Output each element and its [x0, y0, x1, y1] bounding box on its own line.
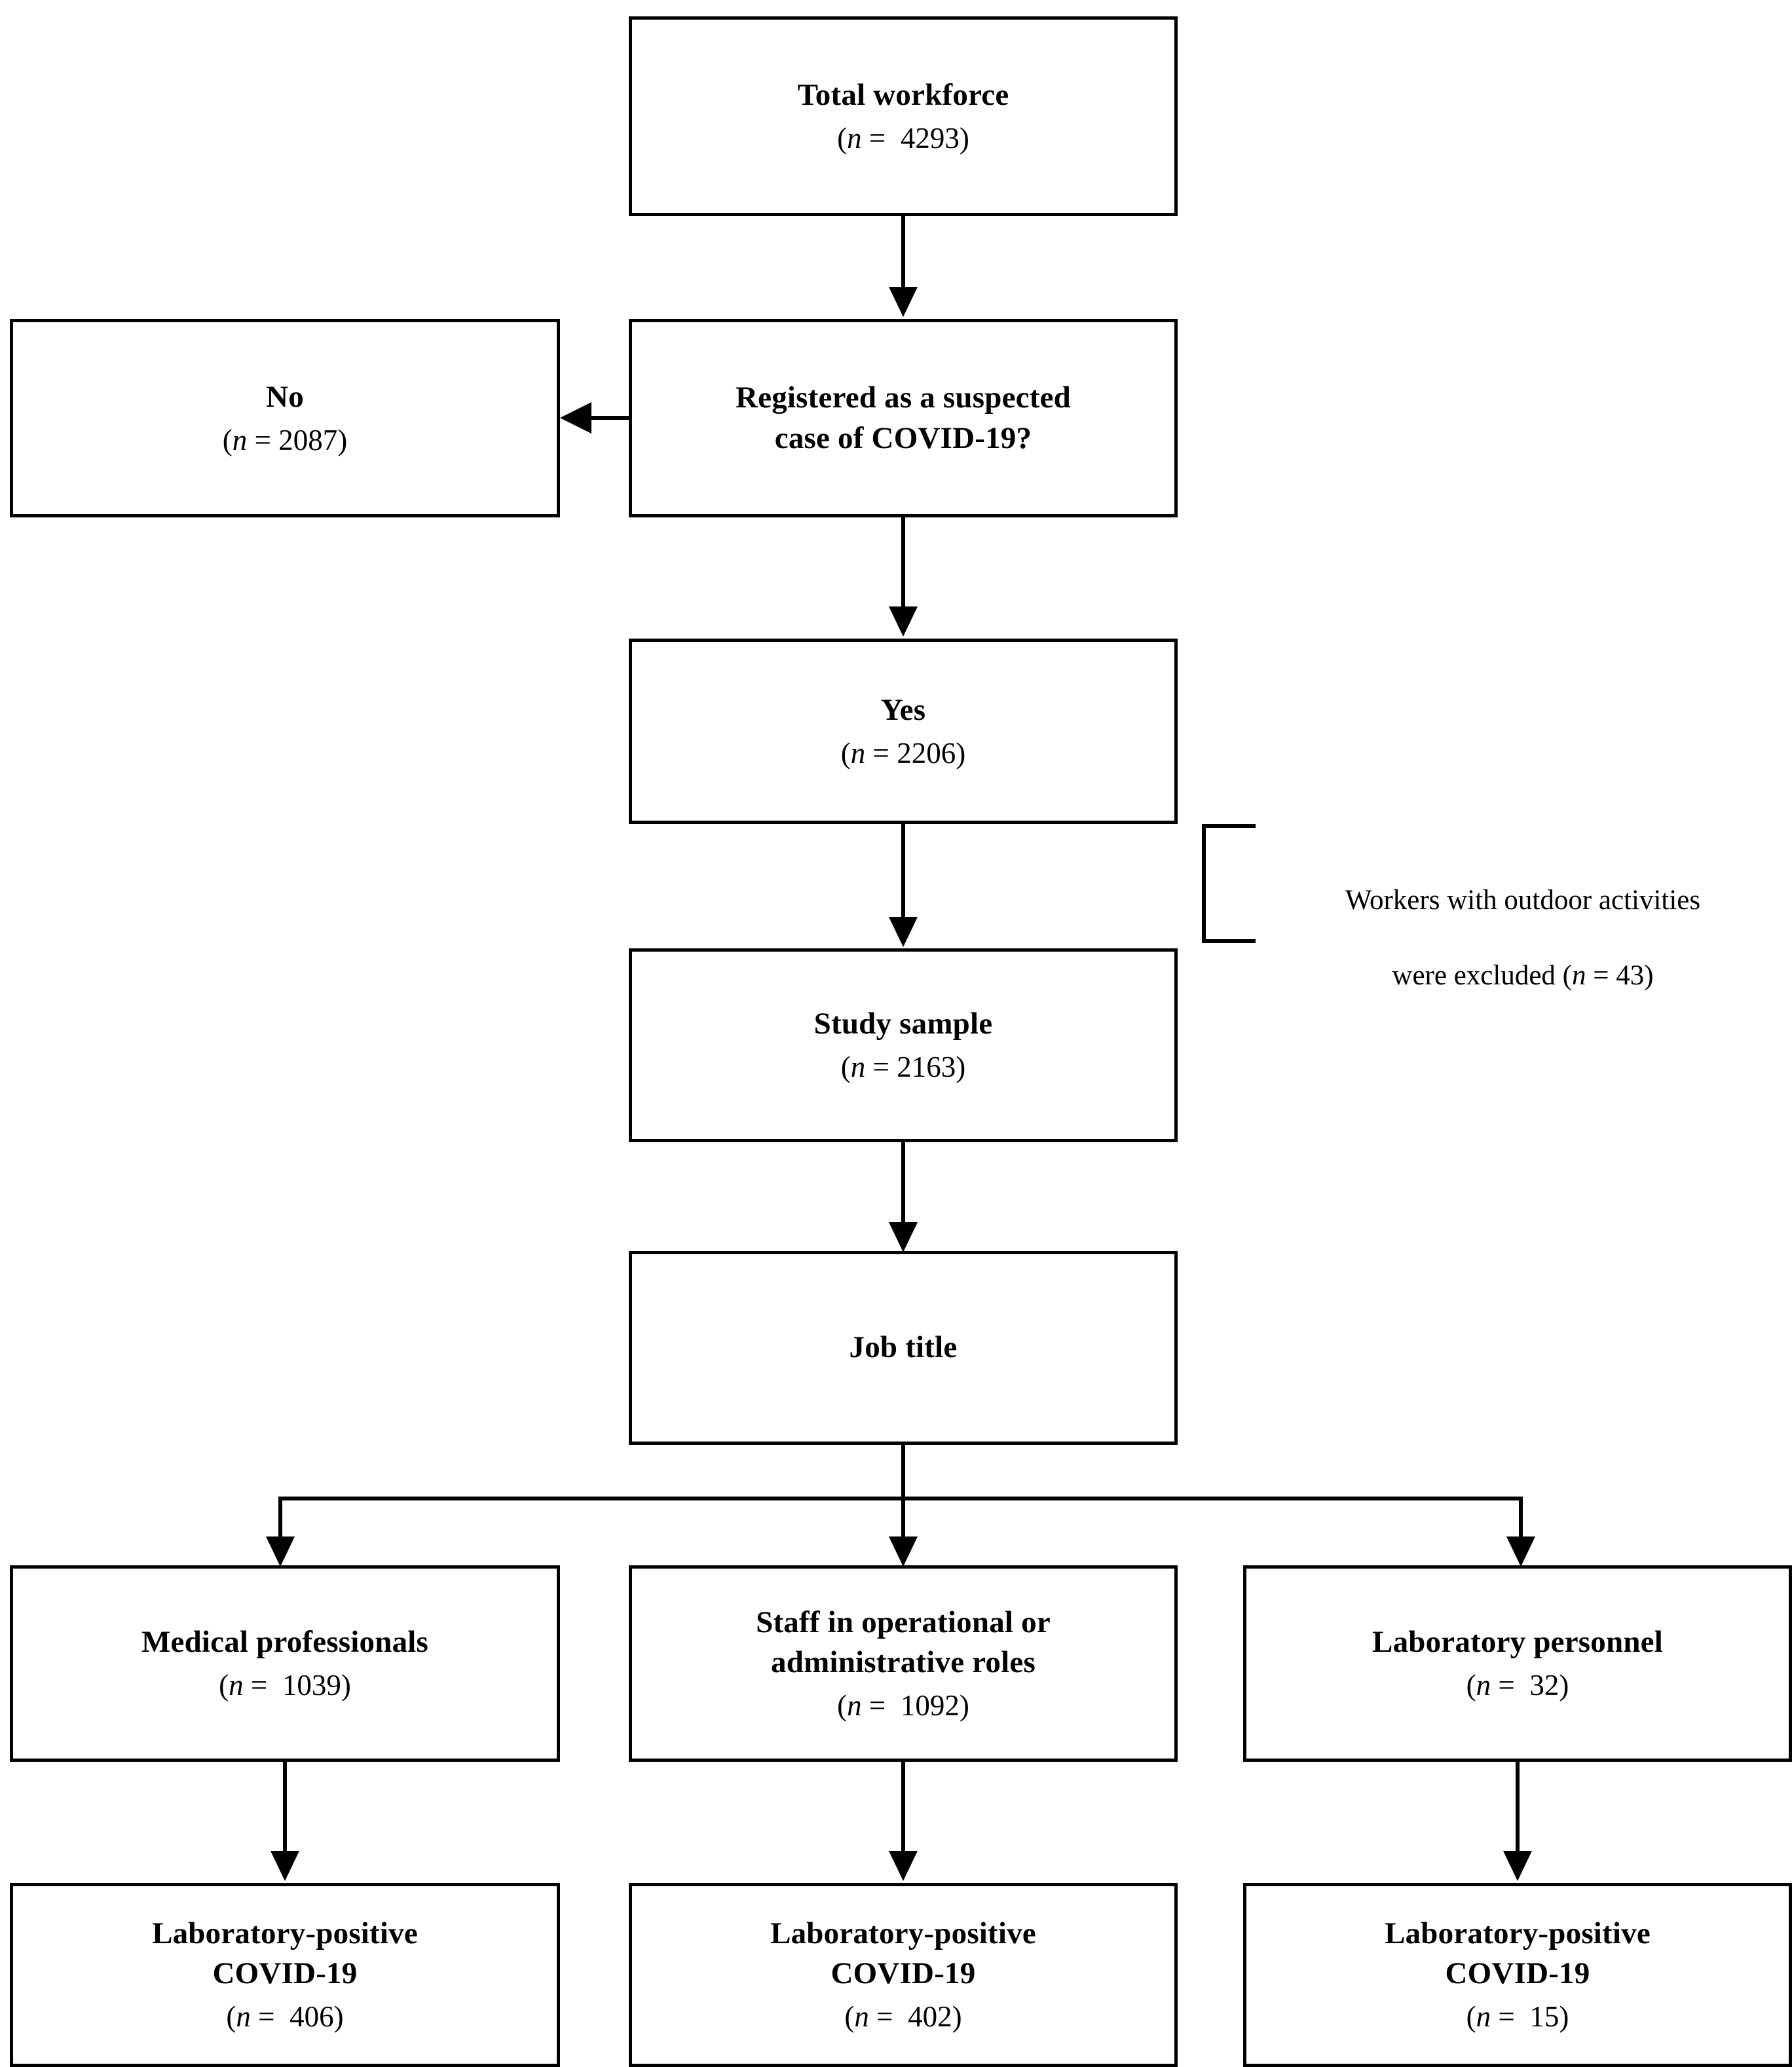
bracket-bottom-tick — [1202, 939, 1256, 943]
node-count-value: 1039 — [282, 1669, 341, 1702]
node-count: (n = 1092) — [837, 1688, 969, 1722]
connector-job-title-stem — [901, 1445, 905, 1499]
node-title: Registered as a suspected case of COVID-… — [736, 381, 1071, 455]
node-count: (n = 2163) — [840, 1051, 966, 1084]
node-count-value: 15 — [1529, 2000, 1559, 2034]
node-count-value: 32 — [1529, 1669, 1559, 1702]
node-count-value: 2206 — [897, 736, 956, 770]
node-count-value: 1092 — [900, 1688, 960, 1722]
node-decision-suspected-case: Registered as a suspected case of COVID-… — [629, 319, 1178, 517]
connector-laboratory-to-positive — [1516, 1762, 1520, 1853]
arrowhead-laboratory-to-positive — [1503, 1851, 1532, 1881]
node-count: (n = 2087) — [222, 423, 348, 456]
node-title: Laboratory personnel — [1372, 1625, 1663, 1660]
node-count-value: 406 — [289, 2000, 334, 2034]
node-count: (n = 406) — [226, 2000, 344, 2034]
arrowhead-branch-right — [1506, 1536, 1535, 1567]
arrowhead-decision-to-no — [560, 402, 591, 434]
arrowhead-study-sample-to-job-title — [889, 1222, 918, 1252]
node-title: Study sample — [813, 1007, 993, 1041]
connector-job-title-bus — [278, 1497, 1523, 1500]
bracket-vertical — [1202, 824, 1206, 943]
node-medical-professionals: Medical professionals (n = 1039) — [10, 1565, 560, 1762]
node-operational-admin-staff: Staff in operational or administrative r… — [629, 1565, 1178, 1762]
connector-branch-middle — [901, 1497, 905, 1541]
node-count-value: 4293 — [900, 121, 960, 155]
node-positive-laboratory: Laboratory-positive COVID-19 (n = 15) — [1243, 1883, 1792, 2067]
node-title: Laboratory-positive COVID-19 — [1385, 1916, 1651, 1991]
connector-decision-to-yes — [901, 517, 905, 609]
node-count: (n = 32) — [1466, 1669, 1569, 1702]
node-job-title: Job title — [629, 1251, 1178, 1445]
connector-branch-right — [1519, 1497, 1523, 1541]
node-title: Staff in operational or administrative r… — [756, 1605, 1051, 1679]
node-positive-medical: Laboratory-positive COVID-19 (n = 406) — [10, 1883, 560, 2067]
exclusion-note-line2: were excluded (n = 43) — [1392, 959, 1654, 991]
connector-decision-to-no — [591, 416, 631, 420]
arrowhead-branch-middle — [889, 1536, 918, 1567]
node-no-branch: No (n = 2087) — [10, 319, 560, 517]
exclusion-bracket — [1202, 824, 1256, 943]
node-count: (n = 4293) — [837, 121, 969, 155]
node-title: Total workforce — [797, 77, 1009, 112]
node-count: (n = 2206) — [840, 736, 966, 770]
node-title: Job title — [849, 1330, 958, 1365]
bracket-top-tick — [1202, 824, 1256, 828]
connector-study-sample-to-job-title — [901, 1142, 905, 1227]
exclusion-note-line1: Workers with outdoor activities — [1345, 884, 1701, 916]
exclusion-note: Workers with outdoor activities were exc… — [1271, 844, 1775, 994]
node-count-value: 2163 — [897, 1051, 956, 1084]
node-count: (n = 15) — [1466, 2000, 1569, 2034]
arrowhead-yes-to-study-sample — [889, 917, 918, 947]
exclusion-note-count: 43 — [1616, 959, 1645, 991]
node-positive-operational: Laboratory-positive COVID-19 (n = 402) — [629, 1883, 1178, 2067]
node-title: Yes — [880, 692, 926, 727]
node-laboratory-personnel: Laboratory personnel (n = 32) — [1243, 1565, 1792, 1762]
connector-operational-to-positive — [901, 1762, 905, 1853]
arrowhead-branch-left — [266, 1536, 295, 1567]
node-yes-branch: Yes (n = 2206) — [629, 639, 1178, 824]
node-count-value: 402 — [908, 2000, 952, 2034]
arrowhead-medical-to-positive — [271, 1851, 299, 1881]
connector-workforce-to-decision — [901, 216, 905, 289]
node-count: (n = 402) — [844, 2000, 962, 2034]
node-count: (n = 1039) — [219, 1669, 351, 1702]
node-title: Laboratory-positive COVID-19 — [152, 1916, 418, 1991]
connector-medical-to-positive — [283, 1762, 287, 1853]
node-total-workforce: Total workforce (n = 4293) — [629, 16, 1178, 216]
connector-yes-to-study-sample — [901, 824, 905, 922]
node-count-value: 2087 — [278, 423, 338, 456]
node-title: Laboratory-positive COVID-19 — [770, 1916, 1036, 1991]
arrowhead-decision-to-yes — [889, 606, 918, 637]
arrowhead-operational-to-positive — [889, 1851, 918, 1881]
node-study-sample: Study sample (n = 2163) — [629, 948, 1178, 1142]
node-title: Medical professionals — [141, 1625, 429, 1660]
node-title: No — [266, 379, 304, 414]
connector-branch-left — [278, 1497, 282, 1541]
arrowhead-workforce-to-decision — [889, 287, 918, 317]
